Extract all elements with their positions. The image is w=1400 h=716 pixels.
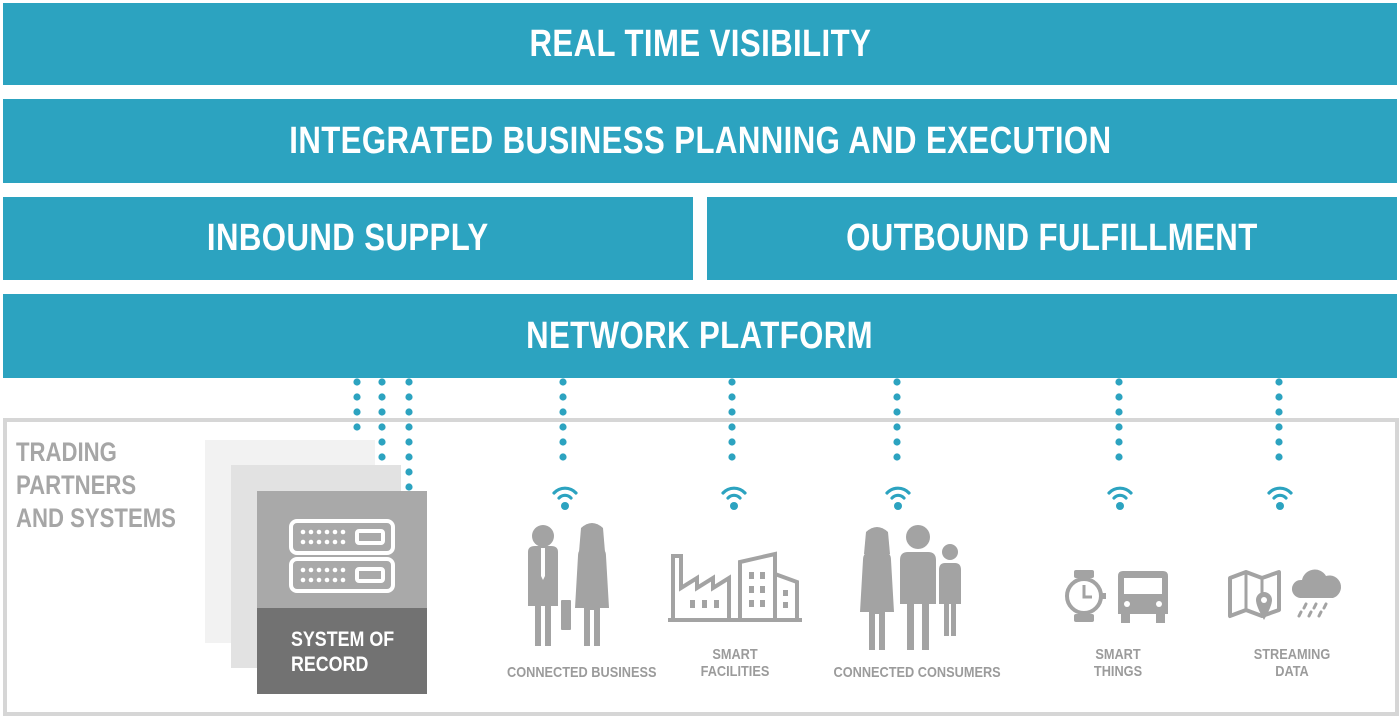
endpoint-connectors <box>559 378 1283 461</box>
wifi-icon <box>885 486 911 512</box>
layer-outbound-fulfillment: OUTBOUND FULFILLMENT <box>707 197 1397 280</box>
connector-connected-business <box>559 378 567 461</box>
panel-title: TRADING PARTNERS AND SYSTEMS <box>16 437 176 533</box>
wifi-icon <box>552 486 578 512</box>
wifi-icon <box>1107 486 1133 512</box>
caption-connected-consumers: CONNECTED CONSUMERS <box>833 664 1001 681</box>
connector-sor-3 <box>405 378 413 491</box>
connector-streaming-data <box>1275 378 1283 461</box>
connector-connected-consumers <box>893 378 901 461</box>
system-of-record-footer <box>257 608 427 694</box>
family-icon <box>860 525 961 650</box>
layer-real-time-visibility: REAL TIME VISIBILITY <box>3 3 1397 85</box>
sor-connectors <box>353 378 413 491</box>
business-people-icon <box>528 523 609 646</box>
server-icon <box>289 519 395 593</box>
map-cloud-icon <box>1228 569 1342 620</box>
system-of-record-label: SYSTEM OF RECORD <box>291 628 395 676</box>
wifi-icon <box>721 486 747 512</box>
caption-smart-things: SMART THINGS <box>1093 646 1143 680</box>
layer-inbound-supply: INBOUND SUPPLY <box>3 197 693 280</box>
watch-truck-icon <box>1065 570 1168 623</box>
layer-network-platform: NETWORK PLATFORM <box>3 294 1397 378</box>
caption-smart-facilities: SMART FACILITIES <box>700 646 770 680</box>
system-of-record-card: SYSTEM OF RECORD <box>257 491 427 694</box>
connector-sor-2 <box>378 378 386 461</box>
caption-streaming-data: STREAMING DATA <box>1253 646 1331 680</box>
wifi-icon <box>1267 486 1293 512</box>
connector-sor-1 <box>353 378 361 431</box>
connector-smart-things <box>1115 378 1123 461</box>
factory-icon <box>671 551 799 622</box>
connector-smart-facilities <box>728 378 736 461</box>
layer-integrated-business-planning: INTEGRATED BUSINESS PLANNING AND EXECUTI… <box>3 99 1397 183</box>
caption-connected-business: CONNECTED BUSINESS <box>507 664 657 681</box>
